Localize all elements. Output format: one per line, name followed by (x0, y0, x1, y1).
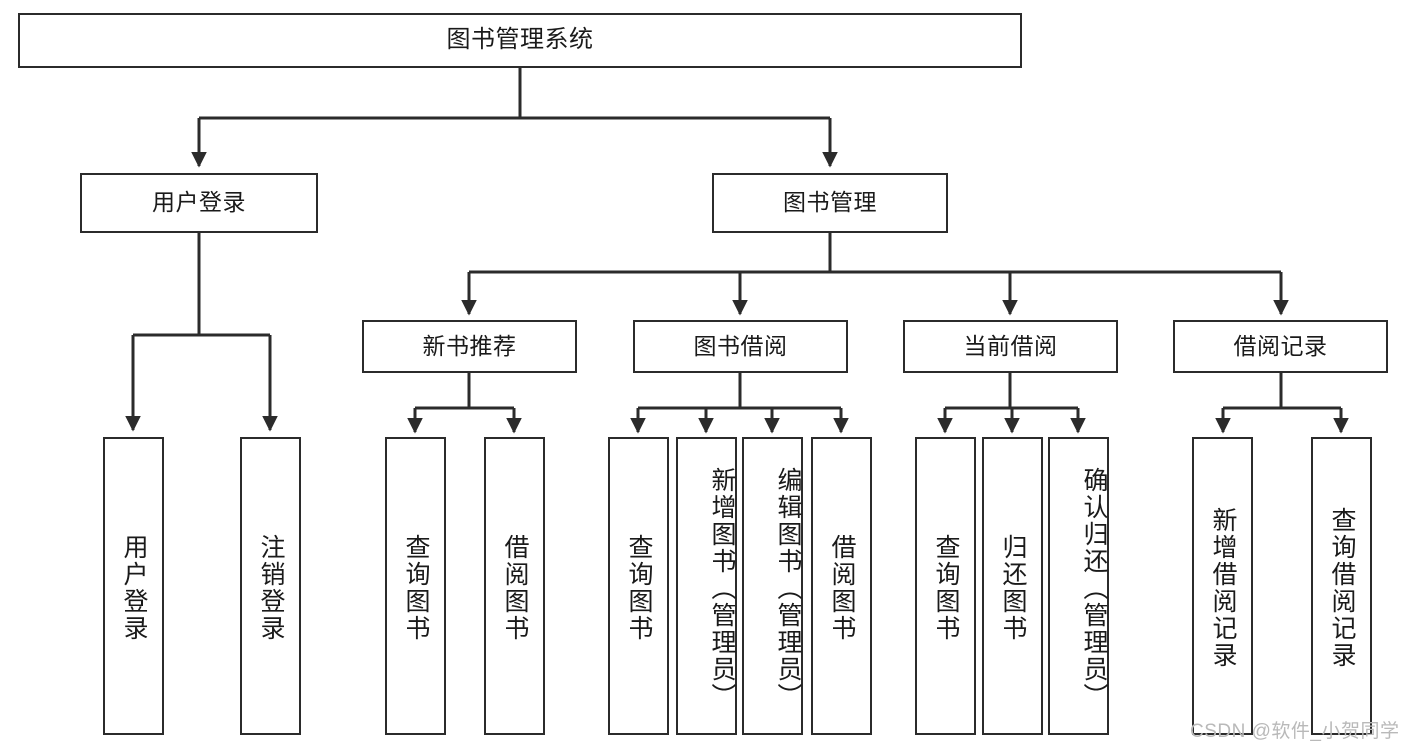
node-current-borrow[interactable]: 当前借阅 (903, 320, 1118, 373)
node-borrow-record[interactable]: 借阅记录 (1173, 320, 1388, 373)
node-root-book-management-system[interactable]: 图书管理系统 (18, 13, 1022, 68)
leaf-new-book-query-book[interactable]: 查询图书 (385, 437, 446, 735)
csdn-watermark: CSDN @软件_小贺同学 (1190, 721, 1400, 742)
leaf-label: 新增借阅记录 (1209, 507, 1237, 669)
node-book-management[interactable]: 图书管理 (712, 173, 948, 233)
leaf-label: 新增图书（管理员） (708, 466, 736, 710)
leaf-borrow-record-add-record[interactable]: 新增借阅记录 (1192, 437, 1253, 735)
leaf-user-login-login[interactable]: 用户登录 (103, 437, 164, 735)
leaf-user-login-logout[interactable]: 注销登录 (240, 437, 301, 735)
leaf-book-borrow-borrow-book[interactable]: 借阅图书 (811, 437, 872, 735)
node-book-borrow[interactable]: 图书借阅 (633, 320, 848, 373)
leaf-book-borrow-edit-book-admin[interactable]: 编辑图书（管理员） (742, 437, 803, 735)
leaf-current-borrow-return-book[interactable]: 归还图书 (982, 437, 1043, 735)
leaf-label: 借阅图书 (828, 534, 856, 642)
leaf-new-book-borrow-book[interactable]: 借阅图书 (484, 437, 545, 735)
leaf-label: 编辑图书（管理员） (774, 466, 802, 710)
leaf-label: 查询图书 (402, 534, 430, 642)
node-new-book-recommend[interactable]: 新书推荐 (362, 320, 577, 373)
leaf-label: 归还图书 (999, 534, 1027, 642)
leaf-label: 确认归还（管理员） (1080, 466, 1108, 710)
leaf-current-borrow-query-book[interactable]: 查询图书 (915, 437, 976, 735)
leaf-label: 查询图书 (932, 534, 960, 642)
leaf-label: 查询图书 (625, 534, 653, 642)
leaf-borrow-record-query-record[interactable]: 查询借阅记录 (1311, 437, 1372, 735)
leaf-book-borrow-query-book[interactable]: 查询图书 (608, 437, 669, 735)
node-user-login[interactable]: 用户登录 (80, 173, 318, 233)
leaf-current-borrow-confirm-return-admin[interactable]: 确认归还（管理员） (1048, 437, 1109, 735)
leaf-label: 借阅图书 (501, 534, 529, 642)
leaf-label: 注销登录 (257, 534, 285, 642)
leaf-book-borrow-add-book-admin[interactable]: 新增图书（管理员） (676, 437, 737, 735)
leaf-label: 查询借阅记录 (1328, 507, 1356, 669)
leaf-label: 用户登录 (120, 534, 148, 642)
